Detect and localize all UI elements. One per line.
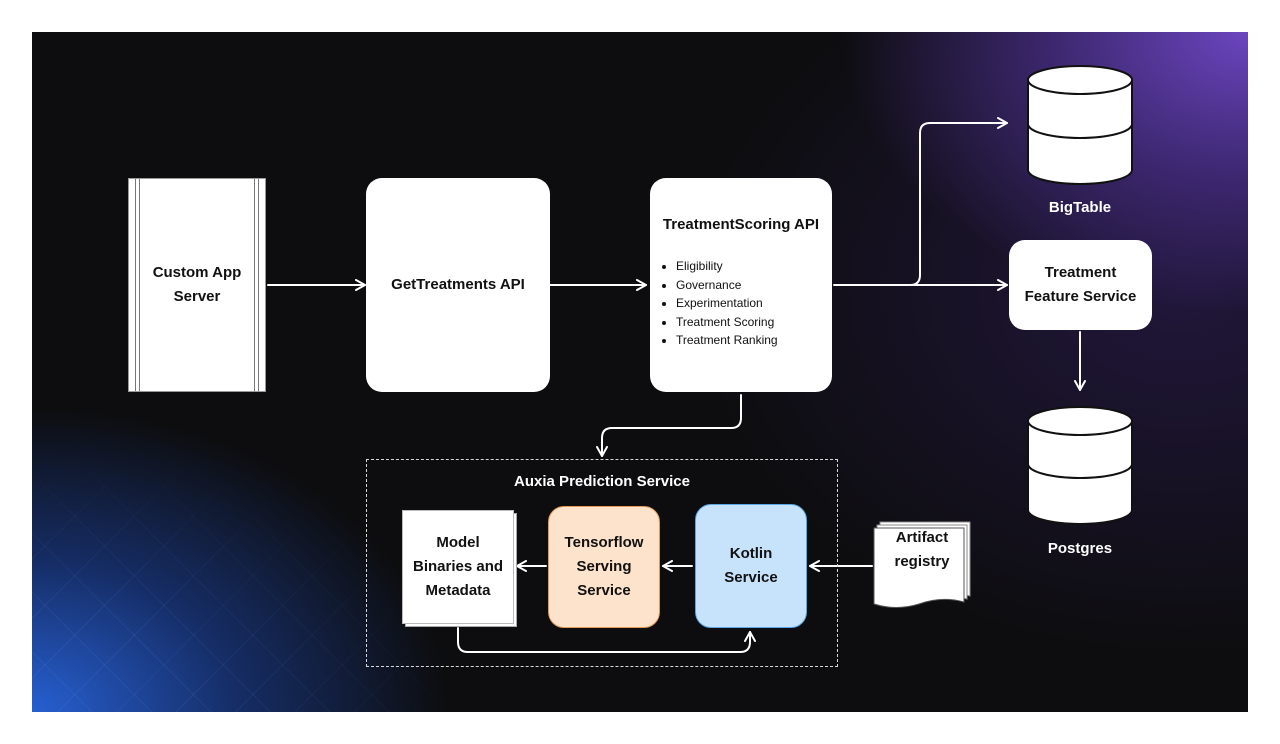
bigtable-database-icon [1027,65,1133,185]
arrow-scoring-to-prediction [596,394,742,457]
custom-app-server-label: Custom App Server [152,264,242,305]
get-treatments-api-node: GetTreatments API [366,178,550,392]
treatment-scoring-api-node: TreatmentScoring API Eligibility Governa… [650,178,832,392]
list-item: Treatment Ranking [676,331,832,350]
architecture-diagram: Custom App Server GetTreatments API Trea… [32,32,1248,712]
auxia-prediction-service-title: Auxia Prediction Service [514,473,690,490]
tensorflow-serving-label: Tensorflow Serving Service [564,534,644,599]
treatment-feature-service-node: Treatment Feature Service [1009,240,1152,330]
tensorflow-serving-node: Tensorflow Serving Service [548,506,660,628]
auxia-prediction-service-group [366,459,838,667]
model-binaries-label: Model Binaries and Metadata [412,534,504,599]
treatment-scoring-capabilities-list: Eligibility Governance Experimentation T… [650,257,832,350]
treatment-scoring-api-title: TreatmentScoring API [662,216,820,233]
list-item: Experimentation [676,294,832,313]
artifact-registry-document-icon [873,521,971,608]
model-binaries-node: Model Binaries and Metadata [402,510,514,624]
bigtable-label: BigTable [1048,199,1112,216]
get-treatments-api-label: GetTreatments API [391,276,525,293]
connectors [267,65,1133,653]
list-item: Eligibility [676,257,832,276]
postgres-database-icon [1027,406,1133,525]
arrow-scoring-to-bigtable [833,117,1008,286]
treatment-feature-service-label: Treatment Feature Service [1024,264,1137,305]
artifact-registry-label: Artifact registry [894,529,950,570]
list-item: Treatment Scoring [676,313,832,332]
kotlin-service-node: Kotlin Service [695,504,807,628]
kotlin-service-label: Kotlin Service [724,545,778,586]
custom-app-server-node: Custom App Server [128,178,266,392]
list-item: Governance [676,276,832,295]
postgres-label: Postgres [1047,540,1113,557]
arrow-model-to-kotlin [457,627,756,653]
